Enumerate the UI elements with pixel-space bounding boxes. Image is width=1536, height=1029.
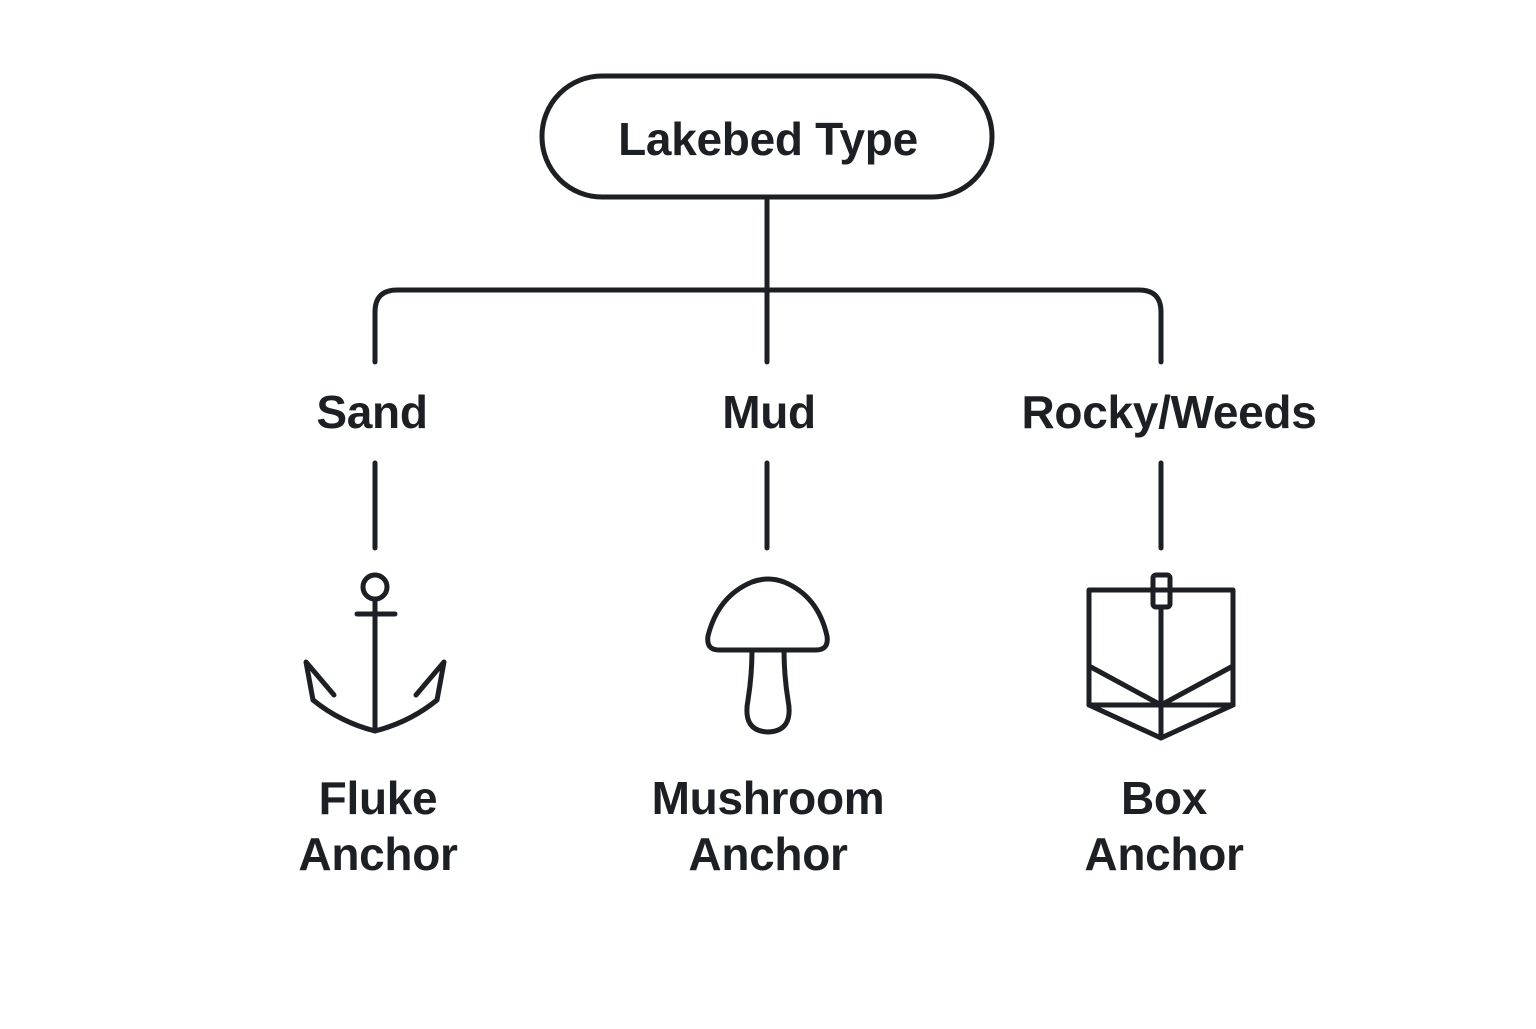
mushroom-anchor-icon <box>705 576 830 735</box>
anchor-label-fluke-line2: Anchor <box>298 828 458 880</box>
anchor-label-fluke: Fluke Anchor <box>298 770 458 882</box>
anchor-label-box: Box Anchor <box>1084 770 1244 882</box>
lakebed-label-rocky-weeds: Rocky/Weeds <box>1021 386 1317 438</box>
box-anchor-icon <box>1086 572 1236 741</box>
root-node-label: Lakebed Type <box>618 113 918 165</box>
anchor-label-fluke-line1: Fluke <box>318 772 438 824</box>
anchor-label-box-line2: Anchor <box>1084 828 1244 880</box>
anchor-label-mushroom: Mushroom Anchor <box>652 770 885 882</box>
anchor-label-mushroom-line2: Anchor <box>688 828 848 880</box>
lakebed-label-sand: Sand <box>316 386 428 438</box>
fluke-anchor-icon <box>303 572 447 734</box>
branch-bracket <box>372 287 1164 365</box>
anchor-label-box-line1: Box <box>1120 772 1208 824</box>
lakebed-label-mud: Mud <box>722 386 816 438</box>
anchor-label-mushroom-line1: Mushroom <box>651 772 885 824</box>
